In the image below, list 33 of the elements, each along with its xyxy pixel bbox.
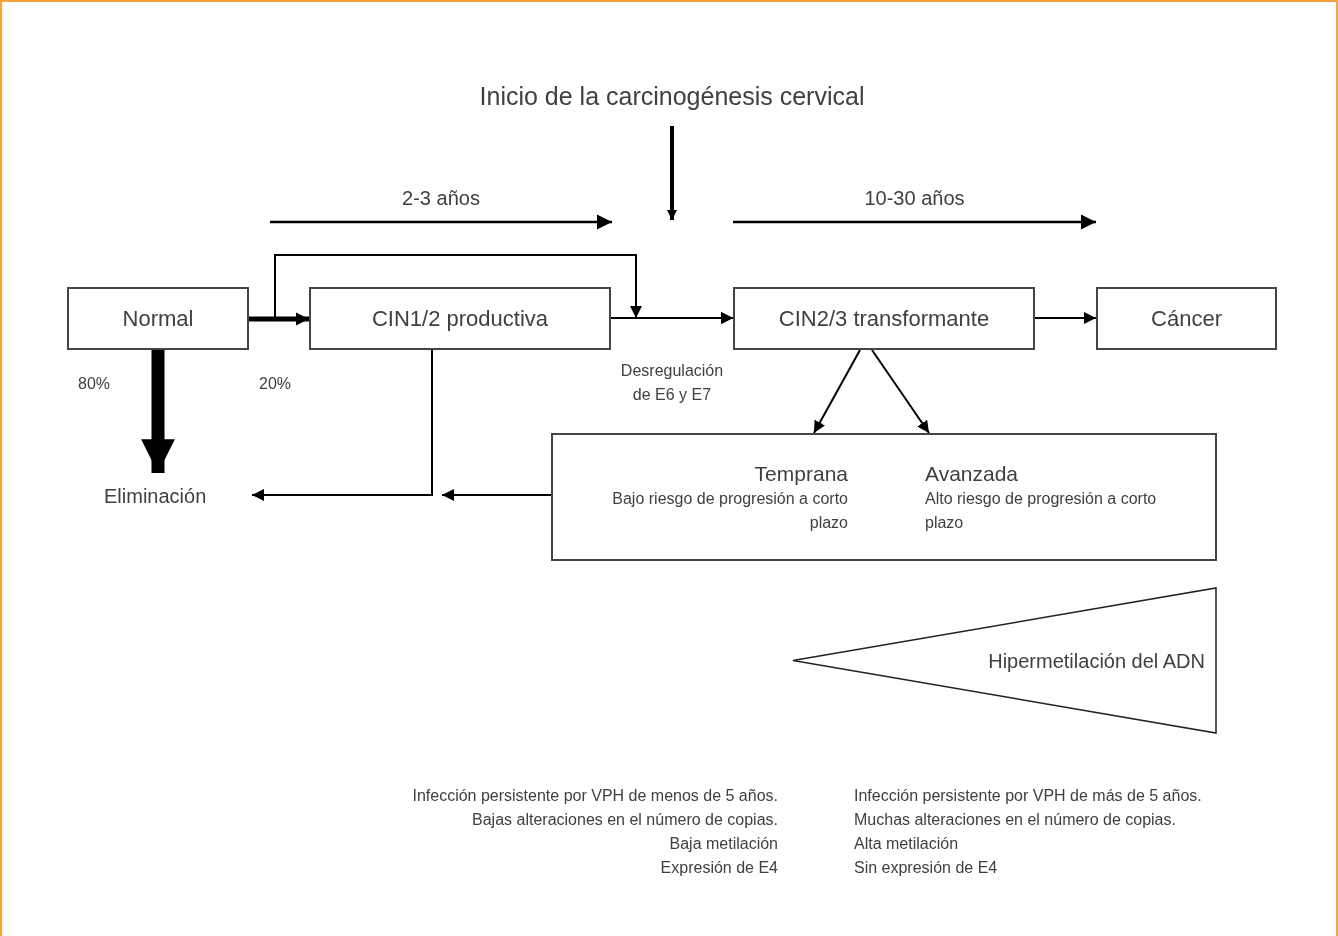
arrow xyxy=(813,349,861,434)
arrow xyxy=(871,349,930,434)
arrow xyxy=(610,312,734,324)
note-text: Sin expresión de E4 xyxy=(854,859,998,876)
outcome-text: Eliminación xyxy=(104,484,207,509)
percentage-label: 80% xyxy=(78,375,111,392)
process-box: Normal xyxy=(67,287,249,350)
arrow xyxy=(441,489,552,501)
stage-description: Bajo riesgo de progresión a corto plazo xyxy=(611,489,848,534)
note-text: Baja metilación xyxy=(669,835,778,852)
note-text: Expresión de E4 xyxy=(660,859,778,876)
note-text: Alta metilación xyxy=(854,835,959,852)
stage-heading: Avanzada xyxy=(925,461,1019,487)
duration-label: 10-30 años xyxy=(864,187,965,209)
process-box: CIN2/3 transformante xyxy=(733,287,1035,350)
note-text: Infección persistente por VPH de más de 5 años. xyxy=(854,787,1202,804)
stage-description: Alto riesgo de progresión a corto plazo xyxy=(925,489,1158,534)
arrow xyxy=(251,349,433,501)
process-box: Cáncer xyxy=(1096,287,1277,350)
percentage-label: 20% xyxy=(259,375,292,392)
note-text: Infección persistente por VPH de menos de 5 años. xyxy=(412,787,778,804)
note-text: Bajas alteraciones en el número de copias. xyxy=(472,811,778,828)
diagram-title: Inicio de la carcinogénesis cervical xyxy=(479,82,865,110)
arrow xyxy=(249,312,309,326)
wedge-label: Hipermetilación del ADN xyxy=(988,648,1205,674)
duration-label: 2-3 años xyxy=(402,187,480,209)
arrow xyxy=(1034,312,1097,324)
process-box: CIN1/2 productiva xyxy=(309,287,611,350)
stage-heading: Temprana xyxy=(754,461,848,487)
annotation-text: Desregulación de E6 y E7 xyxy=(620,362,724,403)
note-text: Muchas alteraciones en el número de copias. xyxy=(854,811,1176,828)
stage-box xyxy=(551,433,1217,561)
arrow xyxy=(141,350,175,473)
